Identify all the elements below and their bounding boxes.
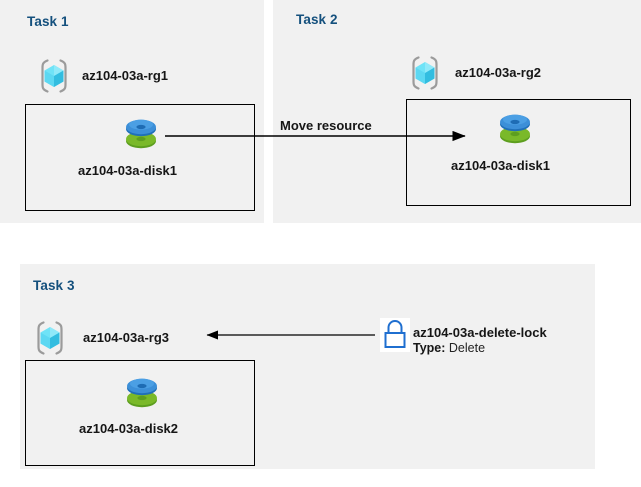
lock-type-key: Type: [413, 341, 446, 355]
resource-group-label-rg1: az104-03a-rg1 [82, 68, 168, 83]
managed-disk-icon [123, 372, 161, 412]
resource-group-label-rg3: az104-03a-rg3 [83, 330, 169, 345]
apply-lock-arrow [206, 330, 375, 340]
resource-group-boundary-3 [25, 360, 255, 466]
resource-group-label-rg2: az104-03a-rg2 [455, 65, 541, 80]
task-2-title: Task 2 [296, 12, 338, 27]
lock-type-value: Delete [448, 341, 486, 355]
resource-group-icon [36, 58, 72, 94]
resource-group-icon [407, 55, 443, 91]
resource-label-disk2-task3: az104-03a-disk2 [79, 421, 179, 436]
task-3-title: Task 3 [33, 278, 75, 293]
managed-disk-icon [122, 113, 160, 153]
resource-group-icon [32, 320, 68, 356]
connector-label-move-resource: Move resource [280, 118, 372, 133]
lock-icon [380, 318, 410, 352]
lock-type-row: Type: Delete [413, 341, 485, 355]
managed-disk-icon [496, 108, 534, 148]
move-resource-arrow [165, 130, 466, 142]
resource-label-disk1-task1: az104-03a-disk1 [78, 163, 178, 178]
resource-label-disk1-task2: az104-03a-disk1 [451, 158, 551, 173]
lock-name-label: az104-03a-delete-lock [413, 325, 547, 340]
task-1-title: Task 1 [27, 14, 69, 29]
